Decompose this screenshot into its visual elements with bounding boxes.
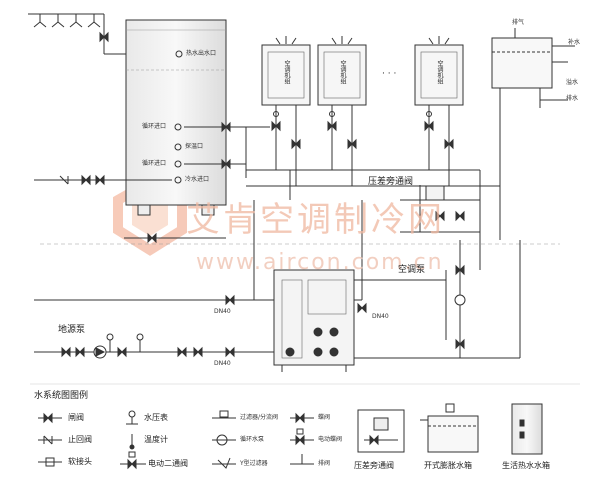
label-source-pump: 地源泵 [58,325,86,335]
legend-label-motorized-valve: 电动蝶阀 [318,436,343,443]
open-expansion-tank [491,28,575,120]
legend-title: 水系统图图例 [34,391,89,401]
legend-label-gate-valve: 闸阀 [68,413,84,422]
legend-symbols [38,410,314,470]
label-pipe-size-1: DN40 [214,308,231,315]
label-bypass-valve: 压差旁通阀 [368,177,414,187]
legend-expansion-tank-picture [420,403,479,453]
plate-heat-exchanger [273,269,355,372]
legend-label-thermometer: 温度计 [144,435,168,444]
unit-pipes [228,105,454,186]
legend-label-check-valve: 止回阀 [68,435,92,444]
label-vent: 排气 [512,19,525,26]
legend-picture-label-expansion-tank: 开式膨胀水箱 [424,461,472,470]
hot-water-tank [125,19,227,216]
legend-label-butterfly-valve: 蝶阀 [318,414,331,421]
label-circulation-inlet-bottom: 循环进口 [142,160,167,167]
watermark-url: www.aircon.com.cn [196,250,444,275]
supply-return-headers [184,120,501,270]
units-ellipsis: · · · [382,69,397,79]
label-circulation-inlet-top: 循环进口 [142,123,167,130]
heat-pump-unit-1 [261,36,311,106]
unit-label-2: 空调机组 [339,60,346,84]
label-hot-water-outlet: 热水出水口 [186,50,217,57]
legend-label-y-strainer: Y型过滤器 [240,460,268,467]
heat-pump-unit-2 [317,36,367,106]
unit-label-3: 空调机组 [436,60,443,84]
legend-picture-label-hot-water-tank: 生活热水水箱 [502,461,550,470]
legend-label-pressure-gauge: 水压表 [144,413,168,422]
heat-pump-unit-3 [414,36,464,106]
sprinkler-heads [28,13,165,55]
legend-label-flow-switch: 过滤器/分流阀 [240,414,279,421]
label-overflow: 溢水 [566,79,579,86]
cold-water-inlet-line [34,174,172,186]
tank-drain-line [124,232,226,244]
unit-label-1: 空调机组 [283,60,290,84]
label-drain: 排水 [566,95,579,102]
watermark-chinese: 艾肯空调制冷网 [186,200,445,240]
legend-label-flex-joint: 软接头 [68,457,92,466]
legend-bypass-picture [357,409,405,453]
label-pipe-size-2: DN40 [214,360,231,367]
legend-picture-label-bypass: 压差旁通阀 [354,461,394,470]
differential-bypass-valve [400,185,480,233]
source-pump-line [34,299,240,359]
label-ac-pump: 空调泵 [398,265,426,275]
legend-label-drain-valve: 排阀 [318,460,331,467]
label-pipe-size-3: DN40 [372,313,389,320]
label-probe-port: 探温口 [185,143,204,150]
label-makeup: 补水 [568,39,581,46]
legend-label-circulation-pump: 循环水泵 [240,436,265,443]
legend-hot-water-tank-picture [511,403,543,455]
label-cold-water-inlet: 冷水进口 [185,176,210,183]
legend-label-motorized-2way-valve: 电动二通阀 [148,459,188,468]
